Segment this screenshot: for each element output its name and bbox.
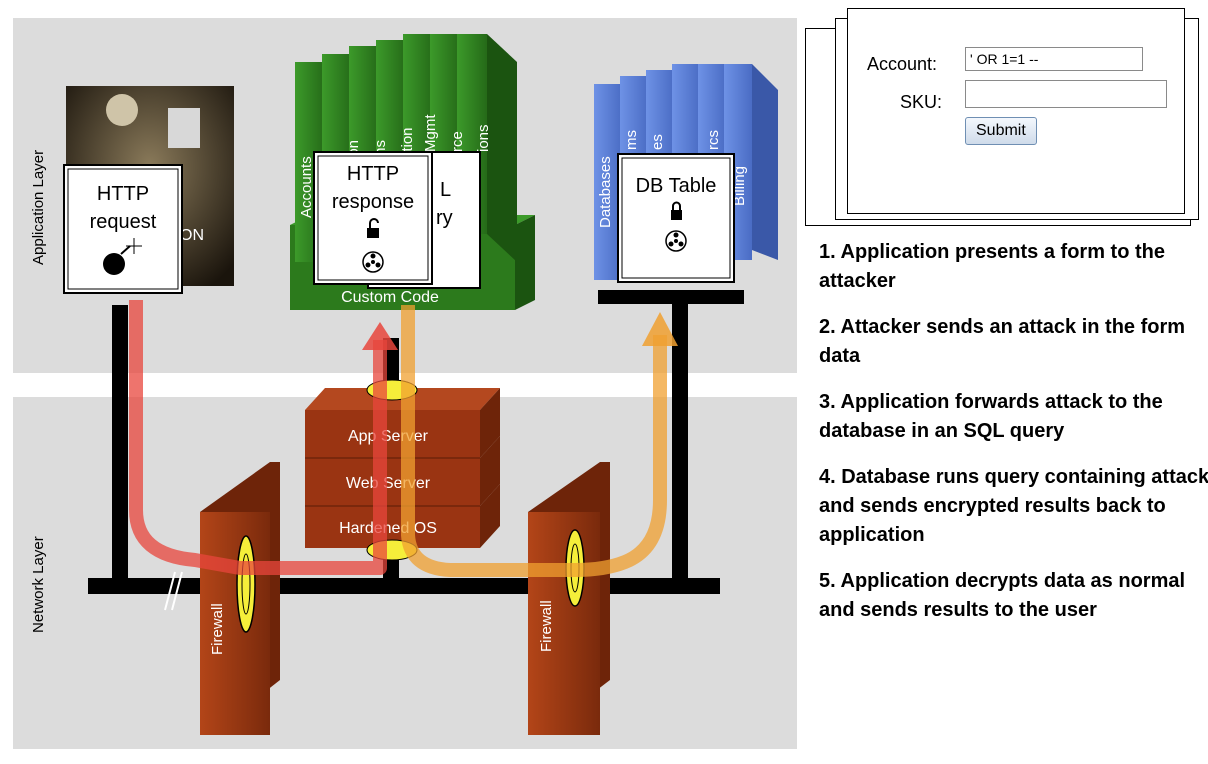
left-drop-line — [112, 305, 128, 587]
db-column-label: Databases — [597, 156, 614, 228]
db-column-label: es — [649, 134, 666, 150]
data-path-arrow — [401, 305, 667, 577]
monitor-shape — [168, 108, 200, 148]
http-request-line1: HTTP — [97, 183, 149, 205]
bomb-icon — [103, 238, 142, 275]
db-column-label: Billing — [731, 166, 748, 206]
db-table-label: DB Table — [636, 175, 717, 197]
db-table-card — [617, 153, 735, 283]
app-column-label: Accounts — [298, 156, 315, 218]
unlocked-padlock-icon — [367, 218, 379, 238]
link-break-mark — [164, 571, 176, 611]
db-column-label: ms — [623, 130, 640, 150]
step-item: 2. Attacker sends an attack in the form … — [819, 316, 1186, 367]
app-column-label: ions — [475, 124, 492, 152]
attacker-head — [106, 94, 138, 126]
radiation-symbol-icon — [665, 230, 687, 252]
server-stack: App Server Web Server Hardened OS — [305, 388, 500, 548]
account-field[interactable] — [965, 47, 1143, 71]
front-window — [847, 8, 1185, 214]
server-label: Hardened OS — [339, 520, 437, 537]
card-inner-border — [67, 168, 179, 290]
db-shelf — [598, 290, 744, 304]
application-layer-label: Application Layer — [30, 149, 47, 265]
network-layer-label: Network Layer — [30, 536, 47, 633]
firewall-left: Firewall — [200, 462, 280, 735]
submit-button[interactable]: Submit — [965, 117, 1037, 145]
http-request-card — [63, 164, 183, 294]
card-inner-border — [317, 155, 429, 281]
firewall-right: Firewall — [528, 462, 610, 735]
sql-query-line2: ry — [436, 207, 453, 229]
app-column-label: rce — [449, 131, 466, 152]
firewall-label: Firewall — [209, 603, 226, 655]
step-item: 3. Application forwards attack to the da… — [819, 391, 1163, 442]
sku-field[interactable] — [965, 80, 1167, 108]
locked-padlock-icon — [671, 201, 682, 220]
firewall-label: Firewall — [538, 600, 555, 652]
steps-list: 1. Application presents a form to the at… — [819, 238, 1208, 642]
custom-code-label: Custom Code — [341, 289, 439, 306]
server-label: Web Server — [346, 475, 431, 492]
db-drop-line — [672, 300, 688, 584]
photo-text: ON — [180, 227, 204, 244]
link-break-mark — [171, 571, 183, 611]
account-label: Account: — [867, 54, 938, 74]
attack-arrowhead — [362, 322, 398, 350]
db-column-label: rcs — [705, 130, 722, 150]
sku-label: SKU: — [900, 92, 943, 112]
attack-path-arrow — [129, 300, 387, 575]
http-request-line2: request — [90, 211, 157, 233]
step-item: 4. Database runs query containing attack… — [819, 466, 1208, 546]
card-inner-border — [621, 157, 731, 279]
server-label: App Server — [348, 428, 429, 445]
network-bus — [88, 578, 720, 594]
web-form-window: A Account: SKU: Submit — [805, 0, 1208, 232]
http-response-line1: HTTP — [347, 163, 399, 185]
radiation-symbol-icon — [362, 251, 384, 273]
step-item: 5. Application decrypts data as normal a… — [819, 570, 1186, 621]
http-response-line2: response — [332, 191, 414, 213]
sql-query-line1: L — [440, 179, 451, 201]
data-arrowhead — [642, 312, 678, 346]
step-item: 1. Application presents a form to the at… — [819, 241, 1165, 292]
app-column-label: Mgmt — [422, 114, 439, 152]
